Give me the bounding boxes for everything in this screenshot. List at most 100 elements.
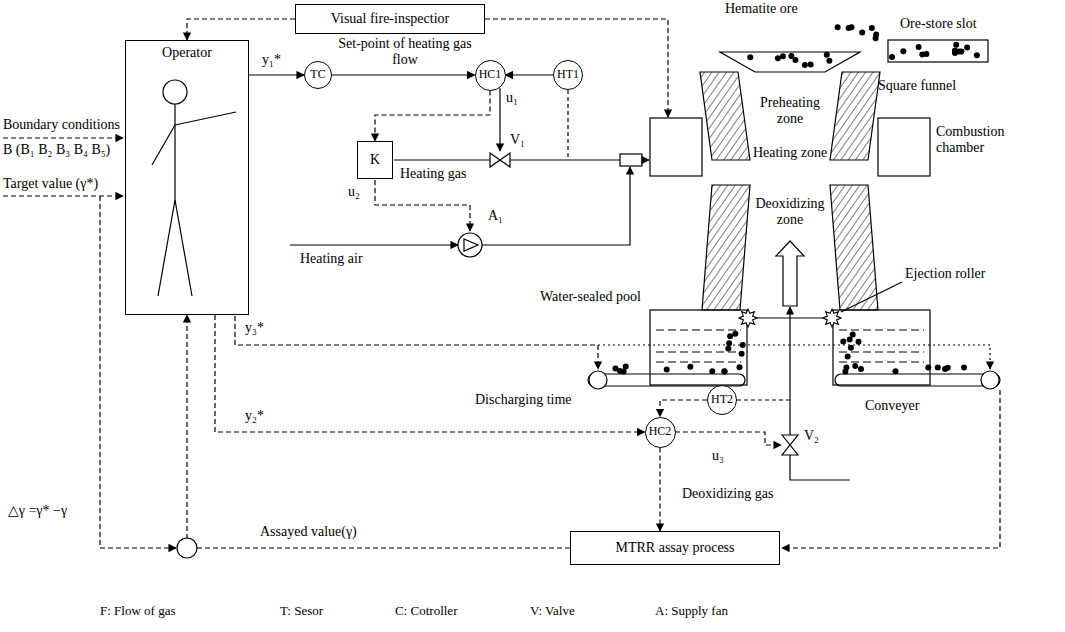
burner-nozzle xyxy=(620,154,642,166)
furnace-wall xyxy=(702,185,750,310)
air-pipe xyxy=(290,244,458,245)
abbreviation-key: V: Valve xyxy=(530,604,575,619)
label-holder: V: Valve xyxy=(530,604,575,619)
ore-particle xyxy=(824,52,830,58)
ejection-roller xyxy=(739,309,757,327)
part-label: Ore-store slot xyxy=(900,16,977,32)
y3-signal xyxy=(235,316,598,369)
label-holder: △γ =γ* −γ xyxy=(8,503,67,519)
ore-particle xyxy=(842,368,848,374)
supply-fan xyxy=(458,233,482,257)
u1-signal xyxy=(499,88,500,151)
label-holder: Discharging time xyxy=(475,392,572,408)
gas-pipe xyxy=(394,159,490,160)
conveyer-motor xyxy=(981,371,999,389)
part-label: △γ =γ* −γ xyxy=(8,503,67,519)
label-holder: C: Cotroller xyxy=(395,604,457,619)
abbreviation-key: T: Sesor xyxy=(280,604,323,619)
ore-particle xyxy=(958,49,964,55)
part-label: B (B₁ B₂ B₃ B₄ B₅) xyxy=(3,142,110,158)
part-label: u₁ xyxy=(506,90,518,106)
y3-signal xyxy=(598,345,990,369)
part-label: Heating air xyxy=(300,251,363,267)
part-label: V₁ xyxy=(510,132,525,148)
ore-particle xyxy=(900,48,906,54)
ore-particle xyxy=(727,333,733,339)
part-label: Heating gas xyxy=(400,166,466,182)
label-holder: Hematite ore xyxy=(725,1,798,17)
label-holder: y₂* xyxy=(245,408,264,424)
signal-connector xyxy=(187,315,570,548)
part-label: u₂ xyxy=(348,184,360,200)
ore-particle xyxy=(612,365,618,371)
operator-figure xyxy=(152,80,236,296)
ore-particle xyxy=(935,364,941,370)
part-label: y₁* xyxy=(262,52,281,68)
node-text: Operator xyxy=(162,45,212,61)
ore-and-water xyxy=(612,24,979,374)
ore-store-slot xyxy=(888,40,988,62)
part-label: A₁ xyxy=(488,208,503,224)
ore-particle xyxy=(942,366,948,372)
conveyer-belt xyxy=(835,374,1000,386)
ratio-box: K xyxy=(357,141,393,179)
ore-particle xyxy=(925,364,931,370)
summing-junction xyxy=(177,538,197,558)
ore-particle xyxy=(725,346,731,352)
label-holder: Deoxidizing gas xyxy=(682,486,773,502)
valve-v1 xyxy=(490,153,510,167)
ore-particle xyxy=(889,54,895,60)
ht2-signal xyxy=(737,399,790,400)
ore-particle xyxy=(687,364,693,370)
sensor-circle: HT2 xyxy=(707,385,737,415)
ore-particle xyxy=(850,332,856,338)
ore-particle xyxy=(859,29,865,35)
part-label: Discharging time xyxy=(475,392,572,408)
signal-connector xyxy=(215,315,645,432)
furnace-wall xyxy=(830,185,878,310)
furnace-wall xyxy=(830,72,880,160)
part-label: Preheating zone xyxy=(747,95,833,127)
ore-particle xyxy=(621,369,627,375)
combustion-chamber xyxy=(878,118,930,176)
label-holder: u₁ xyxy=(506,90,518,106)
ore-particle xyxy=(858,366,864,372)
controller-circle: TC xyxy=(304,61,332,89)
inspection-box: Visual fire-inspectior xyxy=(295,4,485,34)
signal-connector xyxy=(332,74,475,75)
abbreviation-key: A: Supply fan xyxy=(655,604,728,619)
ore-particle xyxy=(840,339,846,345)
label-holder: Combustion chamber xyxy=(936,124,1016,156)
label-holder: Conveyer xyxy=(865,398,919,414)
signal-connector xyxy=(375,91,490,142)
ore-particle xyxy=(847,337,853,343)
ore-particle xyxy=(952,48,958,54)
node-text: K xyxy=(370,152,380,168)
signal-connector xyxy=(506,74,554,75)
controller-circle: HC2 xyxy=(645,417,676,448)
ore-particle xyxy=(852,363,858,369)
water-line xyxy=(839,352,924,353)
part-label: Hematite ore xyxy=(725,1,798,17)
water-line xyxy=(839,330,924,331)
label-holder: Heating zone xyxy=(750,145,830,161)
gas-pipe xyxy=(510,159,620,160)
leader-line xyxy=(841,282,902,312)
furnace-wall xyxy=(700,72,750,160)
node-text: MTRR assay process xyxy=(616,540,735,556)
boundary-arrow xyxy=(3,137,123,138)
label-holder: Target value (γ*) xyxy=(3,176,98,192)
signal-connector xyxy=(187,19,295,40)
ore-particle xyxy=(964,44,970,50)
label-holder: y₁* xyxy=(262,52,281,68)
part-label: Target value (γ*) xyxy=(3,176,98,192)
ore-particle xyxy=(736,364,742,370)
ore-particle xyxy=(788,53,794,59)
ore-particle xyxy=(845,353,851,359)
node-text: HC1 xyxy=(479,68,502,82)
label-holder: Ejection roller xyxy=(905,266,985,282)
